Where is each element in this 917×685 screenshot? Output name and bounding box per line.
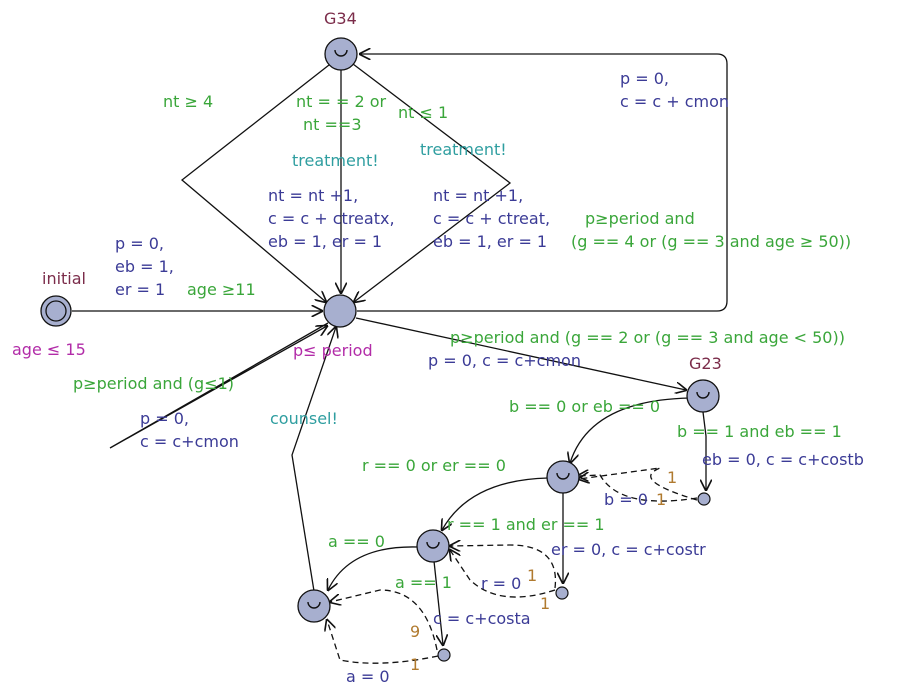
prob-a-1: 1 bbox=[410, 655, 420, 674]
assign-r-zero: r = 0 bbox=[481, 574, 521, 593]
assign-treatx-1: nt = nt +1, bbox=[268, 186, 358, 205]
guard-r-er-one: r == 1 and er == 1 bbox=[447, 515, 605, 534]
assign-init-1: p = 0, bbox=[115, 234, 164, 253]
guard-g34-1: p≥period and bbox=[585, 209, 695, 228]
assign-treat-1: nt = nt +1, bbox=[433, 186, 523, 205]
sync-counsel: counsel! bbox=[270, 409, 338, 428]
assign-treat-3: eb = 1, er = 1 bbox=[433, 232, 547, 251]
assign-left-loop-2: c = c+cmon bbox=[140, 432, 239, 451]
urgent-icon bbox=[307, 601, 321, 609]
assign-b-zero: b = 0 bbox=[604, 490, 648, 509]
assign-init-3: er = 1 bbox=[115, 280, 165, 299]
guard-b-eb-zero: b == 0 or eb == 0 bbox=[509, 397, 660, 416]
initial-marker-icon bbox=[45, 300, 67, 322]
edge-main-to-g34 bbox=[357, 54, 728, 312]
edge-counsel-to-main bbox=[291, 327, 336, 592]
edge-g34-to-main-nt1 bbox=[353, 63, 512, 302]
edge-rpoint-to-loc3-a bbox=[450, 550, 556, 598]
location-g34 bbox=[324, 37, 358, 71]
guard-nt23-1: nt = = 2 or bbox=[296, 92, 387, 111]
assign-g23: p = 0, c = c+cmon bbox=[428, 351, 581, 370]
assign-left-loop-1: p = 0, bbox=[140, 409, 189, 428]
guard-nt1: nt ≤ 1 bbox=[398, 103, 448, 122]
location-name-g34: G34 bbox=[324, 9, 357, 28]
urgent-icon bbox=[334, 49, 348, 57]
location-main bbox=[323, 294, 357, 328]
assign-costr: er = 0, c = c+costr bbox=[551, 540, 706, 559]
invariant-main: p≤ period bbox=[293, 341, 373, 360]
edge-g23-to-bpoint bbox=[703, 411, 706, 490]
edge-apoint-to-loc4-b bbox=[330, 589, 438, 651]
edge-apoint-to-loc4-a bbox=[327, 620, 439, 664]
urgent-icon bbox=[696, 391, 710, 399]
guard-g23: p≥period and (g == 2 or (g == 3 and age … bbox=[450, 328, 845, 347]
location-loc4 bbox=[297, 589, 331, 623]
urgent-icon bbox=[426, 541, 440, 549]
guard-b-eb-one: b == 1 and eb == 1 bbox=[677, 422, 842, 441]
assign-costa: c = c+costa bbox=[433, 609, 531, 628]
guard-init: age ≥11 bbox=[187, 280, 256, 299]
prob-b-1: 1 bbox=[667, 468, 677, 487]
guard-g34-2: (g == 4 or (g == 3 and age ≥ 50)) bbox=[571, 232, 851, 251]
edge-loc3-to-apoint bbox=[433, 560, 443, 645]
sync-treatment-left: treatment! bbox=[292, 151, 379, 170]
branch-point-b bbox=[697, 492, 711, 506]
prob-r-1: 1 bbox=[527, 566, 537, 585]
urgent-icon bbox=[556, 472, 570, 480]
prob-b-2: 1 bbox=[656, 490, 666, 509]
edge-rpoint-to-loc3-b bbox=[450, 545, 557, 589]
branch-point-a bbox=[437, 648, 451, 662]
edge-g34-to-main-nt4 bbox=[180, 64, 330, 302]
edge-bpoint-to-loc2-b bbox=[579, 467, 698, 501]
assign-return-1: p = 0, bbox=[620, 69, 669, 88]
location-g23 bbox=[686, 379, 720, 413]
invariant-initial: age ≤ 15 bbox=[12, 340, 86, 359]
assign-treatx-2: c = c + ctreatx, bbox=[268, 209, 395, 228]
location-loc3 bbox=[416, 529, 450, 563]
assign-costb: eb = 0, c = c+costb bbox=[702, 450, 864, 469]
prob-r-2: 1 bbox=[540, 594, 550, 613]
guard-nt4: nt ≥ 4 bbox=[163, 92, 213, 111]
assign-init-2: eb = 1, bbox=[115, 257, 174, 276]
assign-treatx-3: eb = 1, er = 1 bbox=[268, 232, 382, 251]
location-name-initial: initial bbox=[42, 269, 86, 288]
location-loc2 bbox=[546, 460, 580, 494]
edge-loc2-to-loc3 bbox=[442, 477, 549, 530]
guard-a-one: a == 1 bbox=[395, 573, 452, 592]
location-name-g23: G23 bbox=[689, 354, 722, 373]
assign-return-2: c = c + cmon bbox=[620, 92, 729, 111]
branch-point-r bbox=[555, 586, 569, 600]
guard-left-loop: p≥period and (g≤1) bbox=[73, 374, 234, 393]
guard-a-zero: a == 0 bbox=[328, 532, 385, 551]
edge-main-to-g23 bbox=[355, 317, 686, 390]
sync-treatment-right: treatment! bbox=[420, 140, 507, 159]
edge-g23-to-loc2 bbox=[570, 397, 691, 463]
guard-nt23-2: nt ==3 bbox=[303, 115, 362, 134]
edge-bpoint-to-loc2-a bbox=[578, 475, 698, 502]
assign-treat-2: c = c + ctreat, bbox=[433, 209, 550, 228]
edge-main-self-loop bbox=[109, 322, 328, 449]
guard-r-er-zero: r == 0 or er == 0 bbox=[362, 456, 506, 475]
edge-loc3-to-loc4 bbox=[328, 546, 419, 590]
assign-a-zero: a = 0 bbox=[346, 667, 390, 685]
prob-a-9: 9 bbox=[410, 622, 420, 641]
